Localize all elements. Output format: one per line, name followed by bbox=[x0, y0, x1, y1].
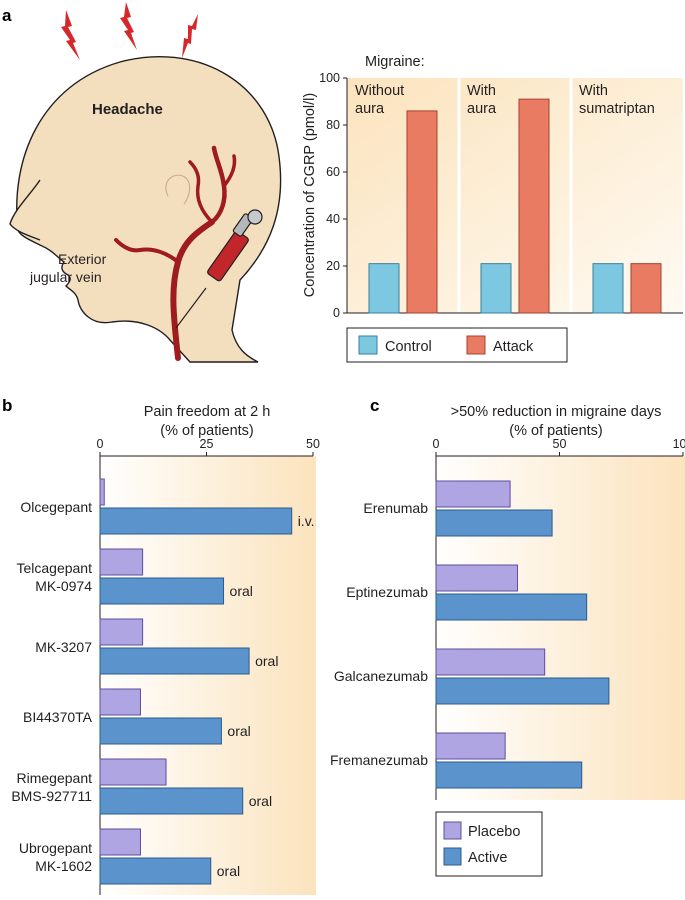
syringe-icon bbox=[175, 209, 263, 329]
legend-swatch-active bbox=[443, 847, 462, 866]
bar-placebo bbox=[99, 828, 141, 856]
y-tick-label: 20 bbox=[326, 259, 340, 273]
legend-label-attack: Attack bbox=[493, 339, 534, 355]
jugular-vein bbox=[114, 145, 237, 361]
drug-label: MK-3207 bbox=[35, 639, 92, 655]
chart-a-legend bbox=[346, 327, 568, 363]
group-label-line1: With bbox=[467, 83, 496, 99]
bar-active bbox=[435, 677, 610, 705]
head-silhouette bbox=[16, 55, 282, 363]
drug-label-line2: MK-1602 bbox=[35, 858, 92, 874]
drug-label-line1: Ubrogepant bbox=[19, 840, 92, 856]
drug-label: Erenumab bbox=[363, 500, 428, 516]
group-label-line2: sumatriptan bbox=[579, 101, 655, 117]
panel-b-letter: b bbox=[2, 396, 12, 415]
bar-placebo bbox=[99, 618, 144, 646]
bar-control bbox=[368, 263, 400, 314]
bar-placebo bbox=[99, 478, 105, 506]
bar-placebo bbox=[99, 758, 167, 786]
lightning-bolt-icon bbox=[120, 2, 137, 50]
legend-swatch-attack bbox=[466, 335, 486, 355]
legend-swatch-placebo bbox=[443, 821, 462, 840]
panel-a-letter: a bbox=[2, 6, 12, 25]
bar-control bbox=[592, 263, 624, 314]
x-tick-label: 0 bbox=[433, 437, 440, 451]
group-label-line2: aura bbox=[355, 101, 385, 117]
legend-label-placebo: Placebo bbox=[468, 824, 520, 840]
bar-attack bbox=[406, 110, 438, 314]
bar-active bbox=[99, 857, 212, 885]
bar-active bbox=[99, 787, 244, 815]
group-label-line1: With bbox=[579, 83, 608, 99]
bar-placebo bbox=[435, 480, 511, 508]
y-tick-label: 80 bbox=[326, 118, 340, 132]
y-tick-label: 0 bbox=[333, 306, 340, 320]
headache-label: Headache bbox=[92, 101, 163, 118]
bar-placebo bbox=[435, 648, 546, 676]
route-label: oral bbox=[230, 583, 253, 599]
x-tick-label: 50 bbox=[306, 437, 320, 451]
chart-b-pain-freedom: Pain freedom at 2 h (% of patients) 0 25 5… bbox=[11, 404, 320, 895]
chart-b-title-line2: (% of patients) bbox=[160, 423, 254, 439]
drug-label: BI44370TA bbox=[23, 709, 93, 725]
drug-label: Fremanezumab bbox=[330, 752, 428, 768]
head-illustration: Headache Exterior jugular vein bbox=[9, 2, 282, 363]
chart-c-migraine-reduction: >50% reduction in migraine days (% of pa… bbox=[330, 404, 685, 877]
bar-attack bbox=[630, 263, 662, 314]
chart-a-ylabel: Concentration of CGRP (pmol/l) bbox=[302, 93, 318, 297]
vein-label-line1: Exterior bbox=[58, 251, 107, 267]
drug-label-line2: BMS-927711 bbox=[11, 788, 92, 804]
bar-placebo bbox=[435, 564, 519, 592]
route-label: oral bbox=[217, 863, 240, 879]
bar-placebo bbox=[99, 688, 141, 716]
chart-c-title-line1: >50% reduction in migraine days bbox=[451, 404, 662, 420]
route-label: i.v. bbox=[298, 513, 315, 529]
drug-label: Eptinezumab bbox=[346, 584, 428, 600]
bar-active bbox=[99, 577, 225, 605]
x-tick-label: 100 bbox=[673, 437, 685, 451]
drug-label: Galcanezumab bbox=[334, 668, 428, 684]
chart-b-title-line1: Pain freedom at 2 h bbox=[144, 404, 271, 420]
route-label: oral bbox=[255, 653, 278, 669]
bar-active bbox=[435, 761, 583, 789]
y-tick-label: 100 bbox=[319, 71, 340, 85]
x-tick-label: 25 bbox=[200, 437, 214, 451]
bar-placebo bbox=[435, 732, 506, 760]
drug-label-line2: MK-0974 bbox=[35, 578, 92, 594]
drug-label: Olcegepant bbox=[20, 499, 92, 515]
lightning-bolt-icon bbox=[182, 14, 198, 58]
lightning-bolt-icon bbox=[61, 10, 80, 60]
drug-label-line1: Rimegepant bbox=[17, 770, 93, 786]
y-tick-label: 40 bbox=[326, 212, 340, 226]
y-tick-label: 60 bbox=[326, 165, 340, 179]
panel-c-letter: c bbox=[370, 396, 379, 415]
chart-a-title: Migraine: bbox=[365, 54, 425, 70]
x-tick-label: 50 bbox=[553, 437, 567, 451]
bar-control bbox=[480, 263, 512, 314]
bar-active bbox=[99, 717, 222, 745]
group-label-line1: Without bbox=[355, 83, 404, 99]
bar-attack bbox=[518, 98, 550, 314]
group-label-line2: aura bbox=[467, 101, 497, 117]
drug-label-line1: Telcagepant bbox=[16, 560, 92, 576]
x-tick-label: 0 bbox=[97, 437, 104, 451]
legend-swatch-control bbox=[358, 335, 378, 355]
bar-active bbox=[435, 593, 588, 621]
chart-c-title-line2: (% of patients) bbox=[509, 423, 603, 439]
bar-active bbox=[99, 647, 250, 675]
chart-a-plot-area bbox=[347, 78, 683, 313]
bar-active bbox=[435, 509, 553, 537]
route-label: oral bbox=[227, 723, 250, 739]
ear-outline bbox=[165, 174, 191, 205]
legend-label-active: Active bbox=[468, 850, 508, 866]
route-label: oral bbox=[249, 793, 272, 809]
chart-a-cgrp: Migraine: Concentration of CGRP (pmol/l)… bbox=[302, 54, 683, 363]
vein-label-line2: jugular vein bbox=[29, 269, 102, 285]
bar-active bbox=[99, 507, 293, 535]
face-profile bbox=[9, 179, 41, 241]
bar-placebo bbox=[99, 548, 144, 576]
legend-label-control: Control bbox=[385, 339, 432, 355]
